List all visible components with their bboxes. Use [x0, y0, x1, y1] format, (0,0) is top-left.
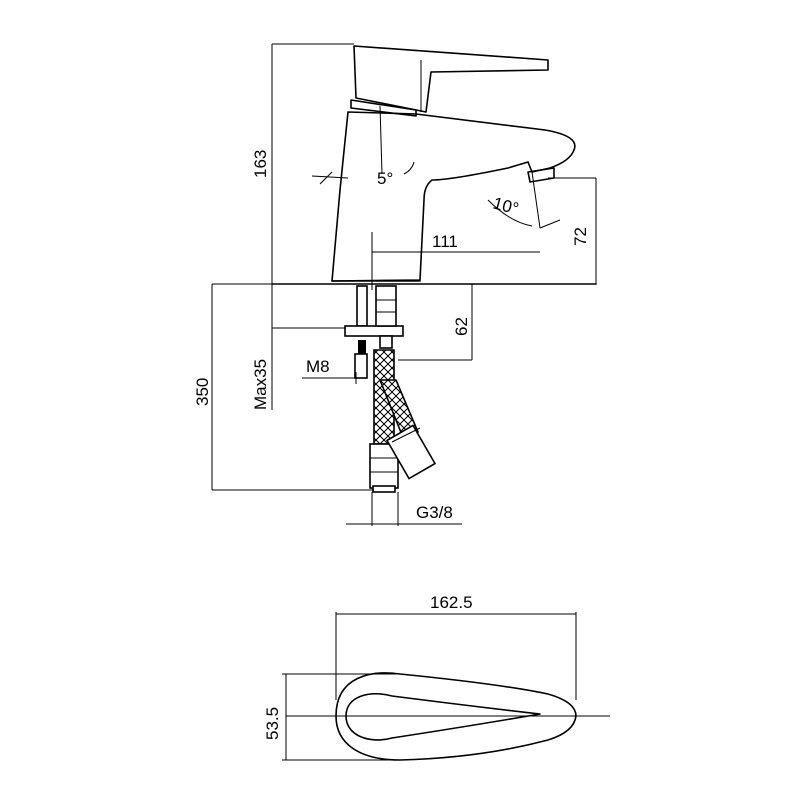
threaded-rod	[356, 285, 368, 327]
dim-top-width: 53.5	[263, 707, 282, 740]
dim-spout-height: 72	[571, 227, 590, 246]
dim-lever-angle: 5°	[377, 169, 393, 188]
side-dimension-lines	[211, 43, 597, 526]
faucet-body	[331, 111, 576, 282]
lever-handle	[353, 45, 549, 113]
braided-hose-hot	[378, 379, 420, 442]
dim-hose-thread: G3/8	[416, 503, 453, 522]
top-lever	[345, 693, 541, 741]
faucet-top-view	[282, 612, 610, 761]
mounting-plate	[344, 325, 404, 337]
dim-spout-reach: 111	[432, 232, 458, 251]
dim-rod-thread: M8	[306, 357, 330, 376]
dim-max-thickness: Max35	[251, 359, 270, 410]
dim-connector-length: 62	[452, 317, 471, 336]
installation-fittings	[344, 285, 437, 493]
dim-height-total: 163	[251, 150, 270, 178]
dim-spout-angle: 10°	[491, 194, 521, 219]
faucet-side-view	[271, 45, 597, 285]
dim-top-length: 162.5	[430, 593, 473, 612]
supply-connector	[375, 285, 397, 327]
dim-install-length: 350	[193, 378, 212, 406]
